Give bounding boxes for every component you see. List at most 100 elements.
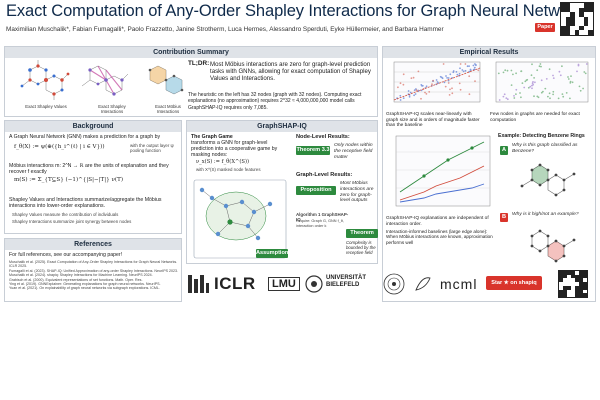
graph-game-title: The Graph Game <box>191 134 233 140</box>
order-independence-text: GraphSHAP-IQ explanations are independen… <box>386 216 489 227</box>
example-title: Example: Detecting Benzene Rings <box>498 133 585 139</box>
scatter-point <box>408 95 411 98</box>
scatter-point <box>548 68 551 71</box>
scatter-point <box>540 91 543 94</box>
scatter-point <box>435 79 438 81</box>
scatter-point <box>424 91 426 94</box>
qr-module <box>575 289 579 294</box>
scatter-point <box>431 83 433 86</box>
scatter-point <box>474 63 476 65</box>
gnn-formula: f_θ(X) := ψ(⊕({h_i^(ℓ) | i ∈ V})) <box>14 144 105 150</box>
scatter-point <box>420 97 422 100</box>
qr-module <box>588 3 593 8</box>
scatter-point <box>569 80 572 83</box>
qr-module <box>574 12 580 17</box>
qr-module <box>571 274 575 279</box>
qr-module <box>583 25 589 31</box>
scatter-point <box>402 73 405 76</box>
scatter-point <box>510 84 513 86</box>
receptive-field-graph <box>193 179 287 259</box>
scatter-point <box>562 95 565 98</box>
qr-module <box>567 293 571 297</box>
qr-module <box>579 271 583 275</box>
scatter-point <box>513 95 515 97</box>
contribution-graphs <box>20 60 184 100</box>
scatter-point <box>445 75 447 77</box>
scatter-point <box>462 70 465 73</box>
author-list: Maximilian Muschalik*, Fabian Fumagalli*… <box>6 26 444 33</box>
graph-game-formula-note: with X^(S) masked node features <box>196 167 261 172</box>
qr-module <box>563 278 567 283</box>
qr-module <box>565 3 571 8</box>
scatter-point <box>540 79 543 82</box>
scatter-point <box>441 77 444 80</box>
scatter-point <box>538 65 541 68</box>
theorem-3-3-quote: Only nodes within the receptive field ma… <box>334 143 373 160</box>
qr-module <box>561 12 566 17</box>
graphshap-panel: GraphSHAP-IQ <box>186 120 378 264</box>
scatter-point <box>530 74 533 77</box>
lmu-logo: LMU <box>268 277 300 291</box>
qr-module <box>575 282 579 286</box>
scatter-point <box>567 76 569 78</box>
qr-module <box>563 282 567 286</box>
theorem-3-3-tag: Theorem 3.3 <box>296 146 330 155</box>
qr-module <box>567 282 571 286</box>
scatter-point <box>578 85 581 88</box>
qr-module <box>575 274 579 279</box>
shapiq-star-button[interactable]: Star ★ on shapiq <box>486 276 542 290</box>
scatter-point <box>399 94 402 97</box>
paper-button[interactable]: Paper <box>535 23 555 32</box>
shapley-sub-1: Shapley Values measure the contribution … <box>12 212 119 217</box>
scatter-point <box>567 78 570 80</box>
shapley-sub-2: Shapley Interactions summarize joint syn… <box>12 219 132 224</box>
scatter-point <box>561 65 563 68</box>
qr-module <box>570 25 575 31</box>
node-markers <box>20 64 70 96</box>
scatter-point <box>502 95 505 98</box>
scatter-point <box>452 71 455 74</box>
qr-module <box>571 278 575 283</box>
graph-mobius-interactions <box>148 65 184 95</box>
node-level-title: Node-Level Results: <box>296 134 350 140</box>
qr-module <box>575 285 579 290</box>
qr-module <box>579 12 584 17</box>
scatter-point <box>515 93 517 95</box>
qr-module <box>574 25 580 31</box>
scatter-point <box>504 69 507 72</box>
scatter-point <box>565 92 568 94</box>
qr-module <box>563 274 567 279</box>
scatter-point <box>458 72 461 75</box>
scatter-point <box>412 76 415 79</box>
scatter-point <box>464 69 467 72</box>
scatter-point <box>415 89 418 92</box>
qr-module <box>579 30 584 35</box>
references-intro: For full references, see our accompanyin… <box>9 252 123 258</box>
scatter-point <box>399 99 402 101</box>
scatter-point <box>503 93 506 96</box>
scatter-point <box>536 95 539 98</box>
scatter-point <box>425 93 428 95</box>
qr-module <box>588 21 593 26</box>
bielefeld-logo: UNIVERSITÄT BIELEFELD <box>326 275 367 288</box>
scatter-point <box>512 73 514 76</box>
qr-module <box>583 271 587 275</box>
qr-module <box>563 289 567 294</box>
scatter-point <box>447 82 450 84</box>
scatter-point <box>458 82 461 85</box>
qr-code-shapiq-icon[interactable] <box>558 270 588 298</box>
scatter-point <box>451 87 453 90</box>
qr-module <box>559 271 563 275</box>
qr-module <box>565 30 571 35</box>
qr-module <box>567 289 571 294</box>
qr-module <box>571 289 575 294</box>
scatter-point <box>456 73 459 76</box>
qr-code-icon[interactable] <box>560 2 594 36</box>
qr-module <box>583 7 589 13</box>
scatter-point <box>474 80 476 82</box>
qr-module <box>570 3 575 8</box>
scatter-point <box>468 75 471 78</box>
qr-module <box>575 293 579 297</box>
scatter-point <box>552 93 554 96</box>
qr-module <box>579 282 583 286</box>
